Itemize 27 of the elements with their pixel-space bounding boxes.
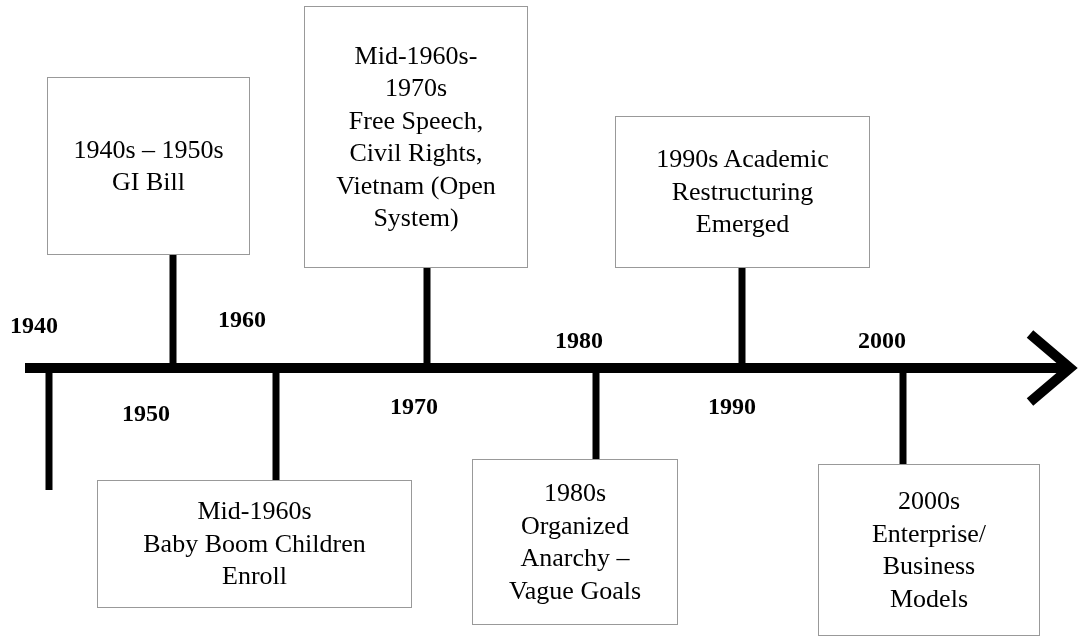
year-label: 1940	[10, 312, 58, 339]
period-heading: Mid-1960s	[197, 495, 312, 528]
event-box	[615, 116, 870, 268]
period-heading: 2000s	[897, 485, 961, 517]
period-heading: 1980s	[543, 477, 607, 509]
period-heading: Mid-1960s-1970s	[353, 39, 479, 104]
event-box	[304, 6, 528, 268]
connector-line	[423, 268, 431, 363]
year-label: 1980	[555, 327, 603, 354]
event-box	[818, 464, 1040, 636]
event-text: 1990s Academic Restructuring Emerged	[655, 143, 830, 241]
event-text: Free Speech, Civil Rights, Vietnam (Open System)	[335, 104, 497, 234]
event-text: Baby Boom Children Enroll	[142, 527, 367, 593]
event-box	[47, 77, 250, 255]
event-text: GI Bill	[112, 166, 185, 198]
connector-line	[738, 268, 746, 363]
year-label: 1960	[218, 306, 266, 333]
year-label: 1990	[708, 393, 756, 420]
event-text: Organized Anarchy – Vague Goals	[507, 509, 643, 607]
year-label: 1970	[390, 393, 438, 420]
event-box	[97, 480, 412, 608]
event-text: Enterprise/ Business Models	[870, 517, 988, 615]
year-label: 1950	[122, 400, 170, 427]
connector-line	[169, 255, 177, 363]
year-label: 2000	[858, 327, 906, 354]
period-heading: 1940s – 1950s	[73, 133, 224, 166]
event-box	[472, 459, 678, 625]
